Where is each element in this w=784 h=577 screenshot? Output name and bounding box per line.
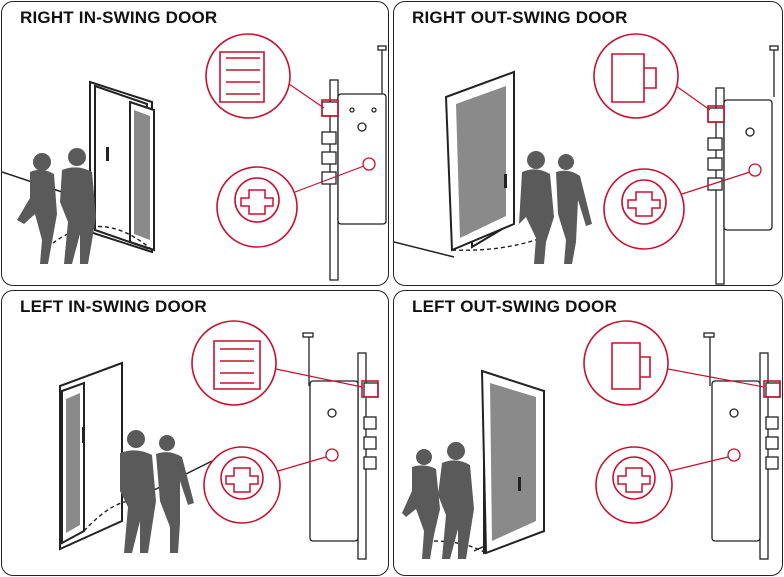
people-silhouette [519,151,592,264]
mortise-lock [707,45,779,285]
panel-title: RIGHT IN-SWING DOOR [20,8,218,27]
mortise-lock [321,45,387,281]
latch-detail-callout [205,33,339,119]
people-silhouette [402,442,474,559]
swing-arc [41,225,153,253]
door-handle [82,427,85,443]
panel-left-out-swing: LEFT OUT-SWING DOOR [393,290,783,576]
door-handle [106,147,109,161]
cylinder-detail-callout [595,446,729,524]
cylinder-detail-callout [203,446,327,524]
panel-right-out-swing: RIGHT OUT-SWING DOOR [393,1,783,286]
cylinder-detail-callout [603,168,751,250]
door-leaf [480,369,545,555]
door-leaf [106,100,155,252]
people-silhouette [17,148,96,264]
panel-left-in-swing: LEFT IN-SWING DOOR [1,290,389,576]
cylinder-detail-callout [216,165,365,248]
panel-right-in-swing: RIGHT IN-SWING DOOR [1,1,389,286]
door-handle [504,174,507,188]
floor-line [394,241,455,258]
door-handle [518,477,521,491]
latch-detail-callout [583,320,781,406]
latch-detail-callout [191,320,379,406]
panel-illustration [2,33,387,281]
door-leaf [61,381,85,545]
panel-illustration [59,320,379,560]
door-frame [59,361,123,551]
mortise-lock [302,332,379,560]
latch-detail-callout [593,33,725,123]
panel-title: RIGHT OUT-SWING DOOR [412,8,628,27]
mortise-lock [703,332,781,560]
panel-illustration [394,33,779,285]
panel-illustration [402,320,781,560]
panel-title: LEFT IN-SWING DOOR [20,297,207,316]
people-silhouette [120,430,194,553]
panel-title: LEFT OUT-SWING DOOR [412,297,617,316]
door-leaf [444,70,515,252]
